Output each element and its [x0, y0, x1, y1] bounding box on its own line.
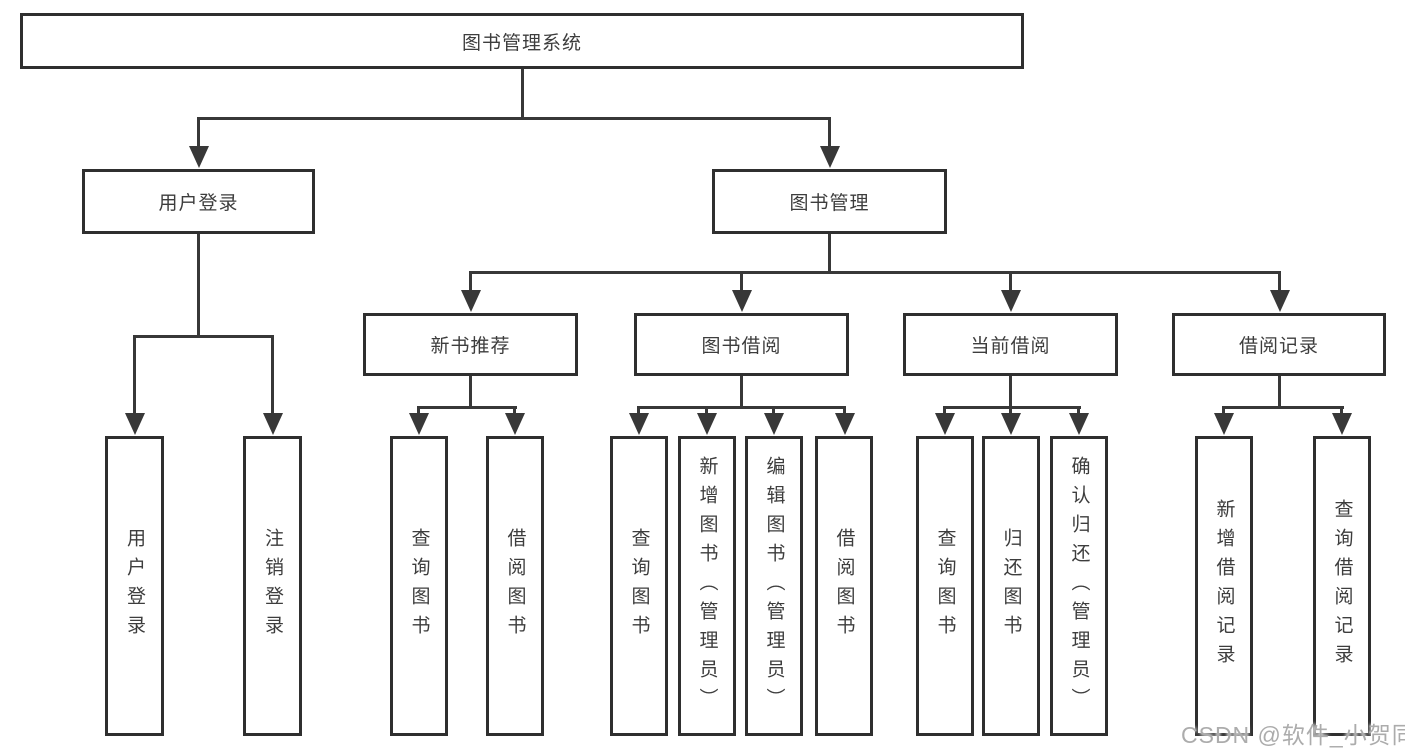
leaf-label: 查询借阅记录	[1331, 499, 1353, 673]
connector-line	[1222, 406, 1225, 416]
arrowhead-down-icon	[764, 413, 784, 435]
arrowhead-down-icon	[820, 146, 840, 168]
connector-line	[637, 406, 846, 409]
connector-line	[705, 406, 708, 416]
leaf-label: 借阅图书	[833, 528, 855, 644]
node-label: 图书管理系统	[461, 32, 582, 54]
node-label: 图书管理	[789, 193, 870, 214]
connector-line	[469, 375, 472, 409]
connector-line	[943, 406, 946, 416]
leaf-borrow-books: 借阅图书	[815, 436, 873, 736]
connector-line	[1009, 375, 1012, 409]
arrowhead-down-icon	[1270, 290, 1290, 312]
connector-line	[1278, 271, 1281, 293]
leaf-label: 新增图书（管理员）	[696, 455, 718, 717]
leaf-query-books-recommend: 查询图书	[390, 436, 448, 736]
connector-line	[1009, 271, 1012, 293]
leaf-user-login: 用户登录	[105, 436, 164, 736]
connector-line	[1077, 406, 1080, 416]
connector-line	[1009, 406, 1012, 416]
leaf-label: 查询图书	[408, 528, 430, 644]
arrowhead-down-icon	[1069, 413, 1089, 435]
node-library-system-root: 图书管理系统	[20, 13, 1024, 69]
leaf-label: 归还图书	[1000, 528, 1022, 644]
connector-line	[197, 234, 200, 337]
leaf-label: 查询图书	[628, 528, 650, 644]
arrowhead-down-icon	[935, 413, 955, 435]
connector-line	[1222, 406, 1344, 409]
leaf-confirm-return-admin: 确认归还（管理员）	[1050, 436, 1108, 736]
leaf-query-borrow-record: 查询借阅记录	[1313, 436, 1371, 736]
node-label: 借阅记录	[1238, 336, 1319, 357]
node-new-book-recommendation: 新书推荐	[363, 313, 578, 376]
connector-line	[1278, 375, 1281, 409]
connector-line	[469, 271, 472, 293]
connector-line	[133, 335, 274, 338]
connector-line	[740, 375, 743, 409]
connector-line	[637, 406, 640, 416]
arrowhead-down-icon	[1001, 413, 1021, 435]
leaf-label: 用户登录	[124, 528, 145, 644]
connector-line	[772, 406, 775, 416]
arrowhead-down-icon	[732, 290, 752, 312]
leaf-query-books-current: 查询图书	[916, 436, 974, 736]
csdn-watermark: CSDN @软件_小贺同学	[1181, 722, 1405, 748]
leaf-label: 新增借阅记录	[1213, 499, 1235, 673]
connector-line	[133, 335, 136, 415]
connector-line	[740, 271, 743, 293]
node-label: 用户登录	[158, 193, 239, 214]
connector-line	[943, 406, 1081, 409]
leaf-add-books-admin: 新增图书（管理员）	[678, 436, 736, 736]
arrowhead-down-icon	[1332, 413, 1352, 435]
arrowhead-down-icon	[835, 413, 855, 435]
leaf-label: 编辑图书（管理员）	[763, 455, 785, 717]
connector-line	[521, 68, 524, 120]
arrowhead-down-icon	[697, 413, 717, 435]
node-current-borrowing: 当前借阅	[903, 313, 1118, 376]
arrowhead-down-icon	[461, 290, 481, 312]
node-label: 图书借阅	[701, 336, 782, 357]
connector-line	[828, 233, 831, 274]
node-user-login: 用户登录	[82, 169, 315, 234]
arrowhead-down-icon	[263, 413, 283, 435]
leaf-add-borrow-record: 新增借阅记录	[1195, 436, 1253, 736]
arrowhead-down-icon	[409, 413, 429, 435]
node-book-management: 图书管理	[712, 169, 947, 234]
leaf-borrow-books-recommend: 借阅图书	[486, 436, 544, 736]
leaf-label: 注销登录	[262, 528, 283, 644]
node-label: 当前借阅	[970, 336, 1051, 357]
connector-line	[417, 406, 517, 409]
node-borrowing-records: 借阅记录	[1172, 313, 1386, 376]
leaf-query-books-borrow: 查询图书	[610, 436, 668, 736]
connector-line	[469, 271, 1281, 274]
connector-line	[843, 406, 846, 416]
arrowhead-down-icon	[505, 413, 525, 435]
arrowhead-down-icon	[1001, 290, 1021, 312]
node-book-borrowing: 图书借阅	[634, 313, 849, 376]
connector-line	[1340, 406, 1343, 416]
connector-line	[271, 335, 274, 415]
arrowhead-down-icon	[189, 146, 209, 168]
leaf-return-books: 归还图书	[982, 436, 1040, 736]
connector-line	[828, 117, 831, 149]
leaf-label: 查询图书	[934, 528, 956, 644]
arrowhead-down-icon	[125, 413, 145, 435]
leaf-label: 借阅图书	[504, 528, 526, 644]
leaf-label: 确认归还（管理员）	[1068, 455, 1090, 717]
connector-line	[197, 117, 200, 149]
arrowhead-down-icon	[1214, 413, 1234, 435]
arrowhead-down-icon	[629, 413, 649, 435]
leaf-edit-books-admin: 编辑图书（管理员）	[745, 436, 803, 736]
leaf-logout: 注销登录	[243, 436, 302, 736]
connector-line	[417, 406, 420, 416]
connector-line	[197, 117, 831, 120]
connector-line	[513, 406, 516, 416]
node-label: 新书推荐	[430, 336, 511, 357]
